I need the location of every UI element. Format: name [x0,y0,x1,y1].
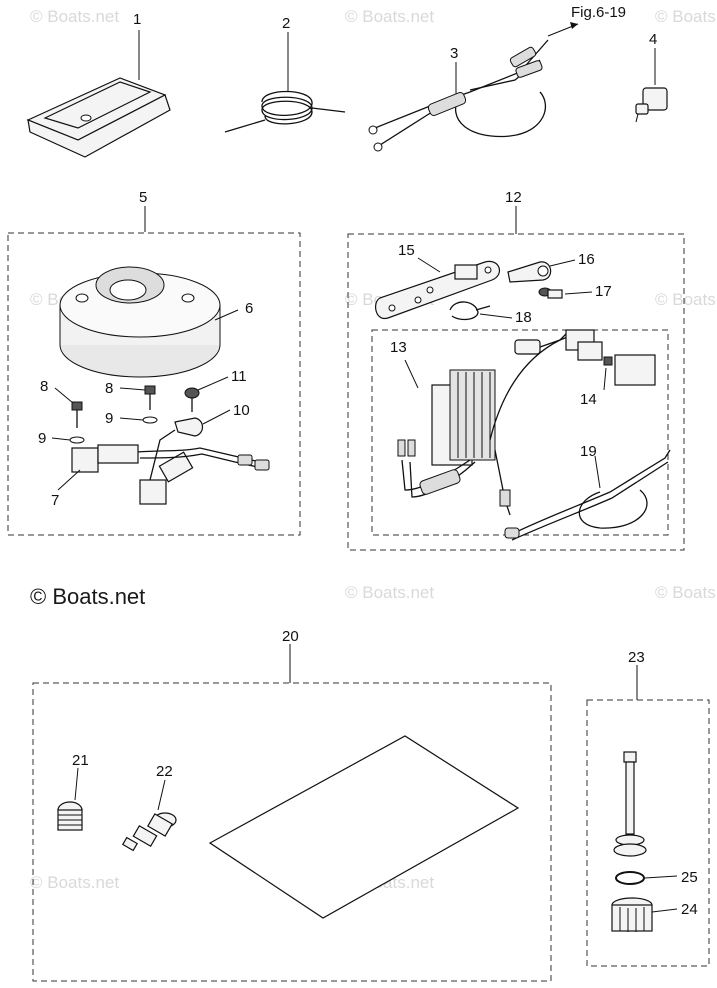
part-3-lead-wire [368,22,579,152]
part-20-sheet [208,735,520,919]
part-6-flywheel [59,266,239,378]
callout-11: 11 [231,368,247,385]
callout-12: 12 [505,189,522,206]
callout-16: 16 [578,251,595,268]
callout-5: 5 [139,189,147,206]
part-10-clamp [174,409,231,437]
watermark: © Boats.net [655,583,717,602]
group-20-box [32,682,552,982]
watermark: © Boats.net [345,7,434,26]
watermark: © Boats.net [30,7,119,26]
callout-6: 6 [245,300,253,317]
callout-1: 1 [133,11,141,28]
callout-25: 25 [681,869,698,886]
callout-15: 15 [398,242,415,259]
callout-20: 20 [282,628,299,645]
part-19-wire [504,449,671,541]
callout-8: 8 [105,380,113,397]
part-15-bracket [374,257,501,320]
callout-24: 24 [681,901,698,918]
callout-19: 19 [580,443,597,460]
callout-4: 4 [649,31,657,48]
part-14-connector [565,329,656,391]
part-24-cap [611,897,678,932]
part-21-plug [57,767,83,831]
figure-reference: Fig.6-19 [571,4,626,21]
part-9-washers [51,416,158,444]
watermark: © Boats.net [345,583,434,602]
part-1-pouch [26,30,171,158]
group-23-box [586,699,710,967]
callout-23: 23 [628,649,645,666]
part-16-clamp [507,259,576,283]
callout-17: 17 [595,283,612,300]
callout-7: 7 [51,492,59,509]
part-8-screws [54,385,156,428]
callout-3: 3 [450,45,458,62]
group-12-box [347,233,685,551]
callout-21: 21 [72,752,89,769]
watermark: © Boats.net [655,290,717,309]
callout-22: 22 [156,763,173,780]
part-18-clip [449,301,513,321]
part-13-rectifier [397,329,581,516]
watermark: © Boats.net [655,7,717,26]
part-23-valve-stem [613,751,647,857]
callout-9: 9 [105,410,113,427]
callout-9: 9 [38,430,46,447]
part-7-stator-coils [57,429,270,505]
callout-13: 13 [390,339,407,356]
part-22-fitting [121,779,177,852]
copyright-text: © Boats.net [30,584,145,609]
callout-18: 18 [515,309,532,326]
watermark: © Boats.net [30,873,119,892]
group-5-box [7,232,301,536]
part-25-ring [615,871,678,885]
part-11-screw [184,376,229,412]
callout-8: 8 [40,378,48,395]
part-2-spring [224,32,346,133]
callout-2: 2 [282,15,290,32]
part-17-bolt [538,287,593,299]
callout-10: 10 [233,402,250,419]
callout-14: 14 [580,391,597,408]
part-4-terminal [635,48,668,123]
